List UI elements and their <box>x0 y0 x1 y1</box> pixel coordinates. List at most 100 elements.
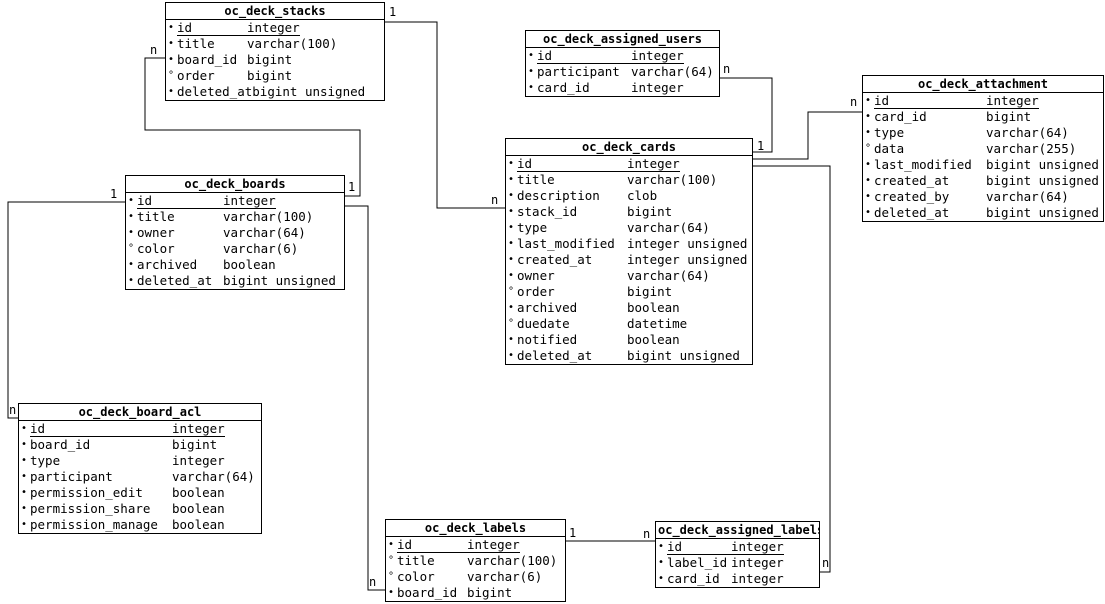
relationship-line-boards-to-board-acl <box>7 201 125 419</box>
column-type: bigint unsigned <box>223 273 336 288</box>
column-type: varchar(64) <box>223 225 306 240</box>
column-name: type <box>30 453 61 468</box>
cardinality-label: n <box>850 95 857 109</box>
column-name: label_id <box>667 555 728 570</box>
column-name: permission_manage <box>30 517 158 532</box>
column-name: participant <box>537 64 620 79</box>
column-type: varchar(64) <box>986 189 1069 204</box>
column-type: integer <box>172 421 225 437</box>
not-null-icon: • <box>508 254 515 265</box>
cardinality-label: 1 <box>110 187 117 201</box>
not-null-icon: • <box>865 127 872 138</box>
cardinality-label: 1 <box>757 139 764 153</box>
not-null-icon: • <box>21 519 28 530</box>
cardinality-label: n <box>723 62 730 76</box>
column-name: order <box>517 284 555 299</box>
column-type: integer <box>986 93 1039 109</box>
not-null-icon: • <box>508 238 515 249</box>
column-type: varchar(255) <box>986 141 1077 156</box>
column-name: title <box>397 553 435 568</box>
column-name: deleted_at <box>177 84 253 99</box>
column-type: integer unsigned <box>627 236 748 251</box>
column-name: notified <box>517 332 578 347</box>
column-name: data <box>874 141 905 156</box>
cardinality-label: n <box>9 403 16 417</box>
column-type: integer <box>731 555 784 570</box>
column-type: bigint <box>627 204 673 219</box>
column-name: stack_id <box>517 204 578 219</box>
column-type: bigint <box>247 52 293 67</box>
column-name: duedate <box>517 316 570 331</box>
column-type: integer <box>631 48 684 64</box>
column-name: permission_edit <box>30 485 143 500</box>
table-title: oc_deck_board_acl <box>19 404 261 421</box>
column-name: deleted_at <box>874 205 950 220</box>
not-null-icon: • <box>168 22 175 33</box>
column-name: owner <box>137 225 175 240</box>
not-null-icon: • <box>21 439 28 450</box>
column-name: order <box>177 68 215 83</box>
not-null-icon: • <box>865 159 872 170</box>
column-type: boolean <box>223 257 276 272</box>
column-name: id <box>874 93 986 109</box>
not-null-icon: • <box>528 82 535 93</box>
table-title: oc_deck_labels <box>386 520 565 537</box>
column-type: varchar(100) <box>247 36 338 51</box>
not-null-icon: • <box>128 211 135 222</box>
column-name: last_modified <box>517 236 615 251</box>
column-type: integer <box>627 156 680 172</box>
cardinality-label: n <box>369 575 376 589</box>
column-name: board_id <box>30 437 91 452</box>
table-title: oc_deck_stacks <box>166 3 384 20</box>
not-null-icon: • <box>528 66 535 77</box>
not-null-icon: • <box>508 174 515 185</box>
column-name: archived <box>137 257 198 272</box>
column-type: integer <box>731 539 784 555</box>
not-null-icon: • <box>21 487 28 498</box>
column-type: boolean <box>627 332 680 347</box>
column-name: type <box>517 220 548 235</box>
column-type: clob <box>627 188 658 203</box>
column-type: boolean <box>172 517 225 532</box>
cardinality-label: 1 <box>389 5 396 19</box>
column-type: varchar(64) <box>631 64 714 79</box>
not-null-icon: • <box>658 557 665 568</box>
nullable-icon: ° <box>508 318 515 329</box>
cardinality-label: n <box>150 43 157 57</box>
nullable-icon: ° <box>865 143 872 154</box>
not-null-icon: • <box>21 455 28 466</box>
column-type: varchar(64) <box>627 220 710 235</box>
column-type: varchar(64) <box>627 268 710 283</box>
column-name: title <box>517 172 555 187</box>
not-null-icon: • <box>508 158 515 169</box>
column-name: owner <box>517 268 555 283</box>
